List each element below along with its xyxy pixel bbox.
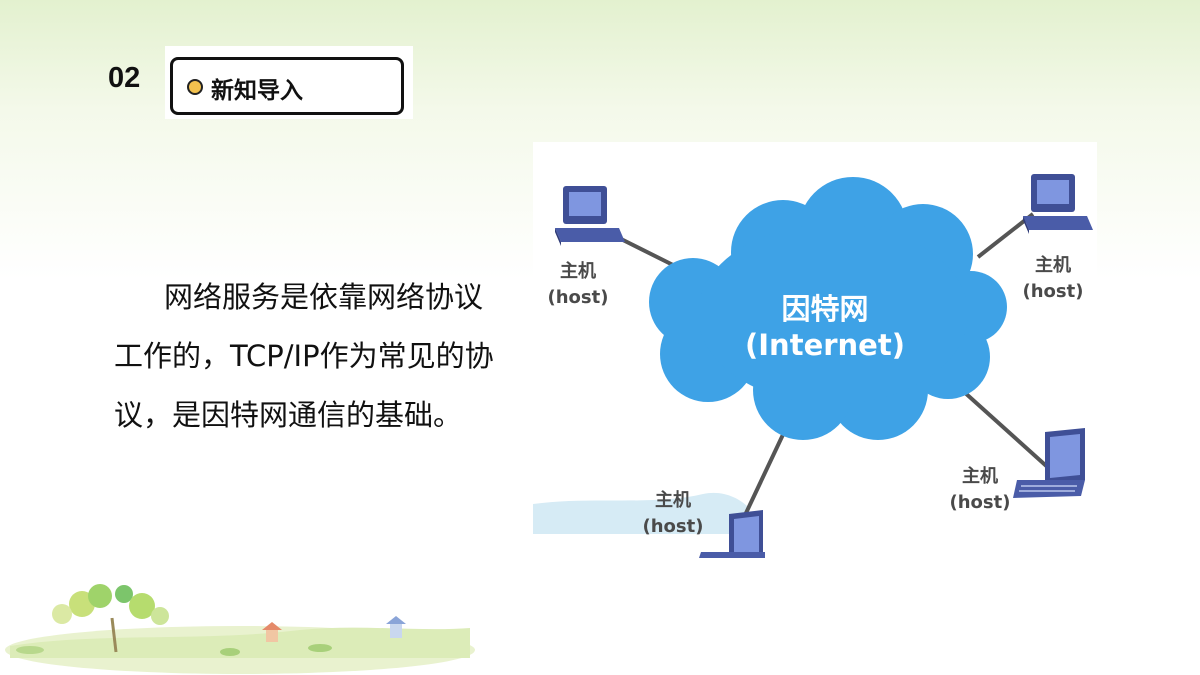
internet-cloud-icon (649, 177, 1007, 440)
host-label-bottom: 主机 (host) (628, 488, 718, 540)
desktop-computer-icon (555, 186, 625, 246)
link-line (951, 380, 1055, 474)
section-title-box: 新知导入 (170, 57, 404, 115)
small-house (390, 624, 402, 638)
laptop-icon (699, 510, 765, 558)
section-number: 02 (108, 62, 141, 94)
laptop-icon (1013, 428, 1085, 498)
network-diagram: 因特网 (Internet) 主机 (host) 主机 (host) 主机 (h… (533, 142, 1097, 558)
small-house (266, 630, 278, 642)
grass-ground (10, 627, 470, 658)
desktop-computer-icon (1023, 174, 1093, 234)
host-sublabel: (host) (547, 287, 609, 308)
host-label-bottom-right: 主机 (host) (935, 464, 1025, 516)
section-title: 新知导入 (211, 78, 303, 104)
host-sublabel: (host) (949, 492, 1011, 513)
tree-leaf (88, 584, 112, 608)
tree-leaf (52, 604, 72, 624)
tree-leaf (129, 593, 155, 619)
tree-leaf (151, 607, 169, 625)
grass-decoration (5, 584, 475, 674)
background-water-strip (533, 492, 747, 534)
host-label: 主机 (655, 490, 691, 511)
tree-trunk (110, 617, 118, 653)
grass-tuft (220, 648, 240, 656)
host-label: 主机 (1035, 255, 1071, 276)
tree-leaf (115, 585, 133, 603)
body-paragraph: 网络服务是依靠网络协议工作的，TCP/IP作为常见的协议，是因特网通信的基础。 (114, 280, 494, 432)
host-label-top-left: 主机 (host) (533, 259, 623, 311)
cloud-title: 因特网 (781, 292, 869, 326)
small-house-roof (262, 622, 282, 630)
small-house-roof (386, 616, 406, 624)
grass-tuft (16, 646, 44, 654)
host-label: 主机 (560, 261, 596, 282)
host-sublabel: (host) (642, 516, 704, 537)
bullet-dot-icon (187, 79, 203, 95)
host-label-top-right: 主机 (host) (1008, 253, 1097, 305)
host-label: 主机 (962, 466, 998, 487)
host-sublabel: (host) (1022, 281, 1084, 302)
grass-tuft (308, 644, 332, 652)
network-diagram-graphics (533, 174, 1093, 558)
cloud-subtitle: (Internet) (745, 328, 905, 362)
